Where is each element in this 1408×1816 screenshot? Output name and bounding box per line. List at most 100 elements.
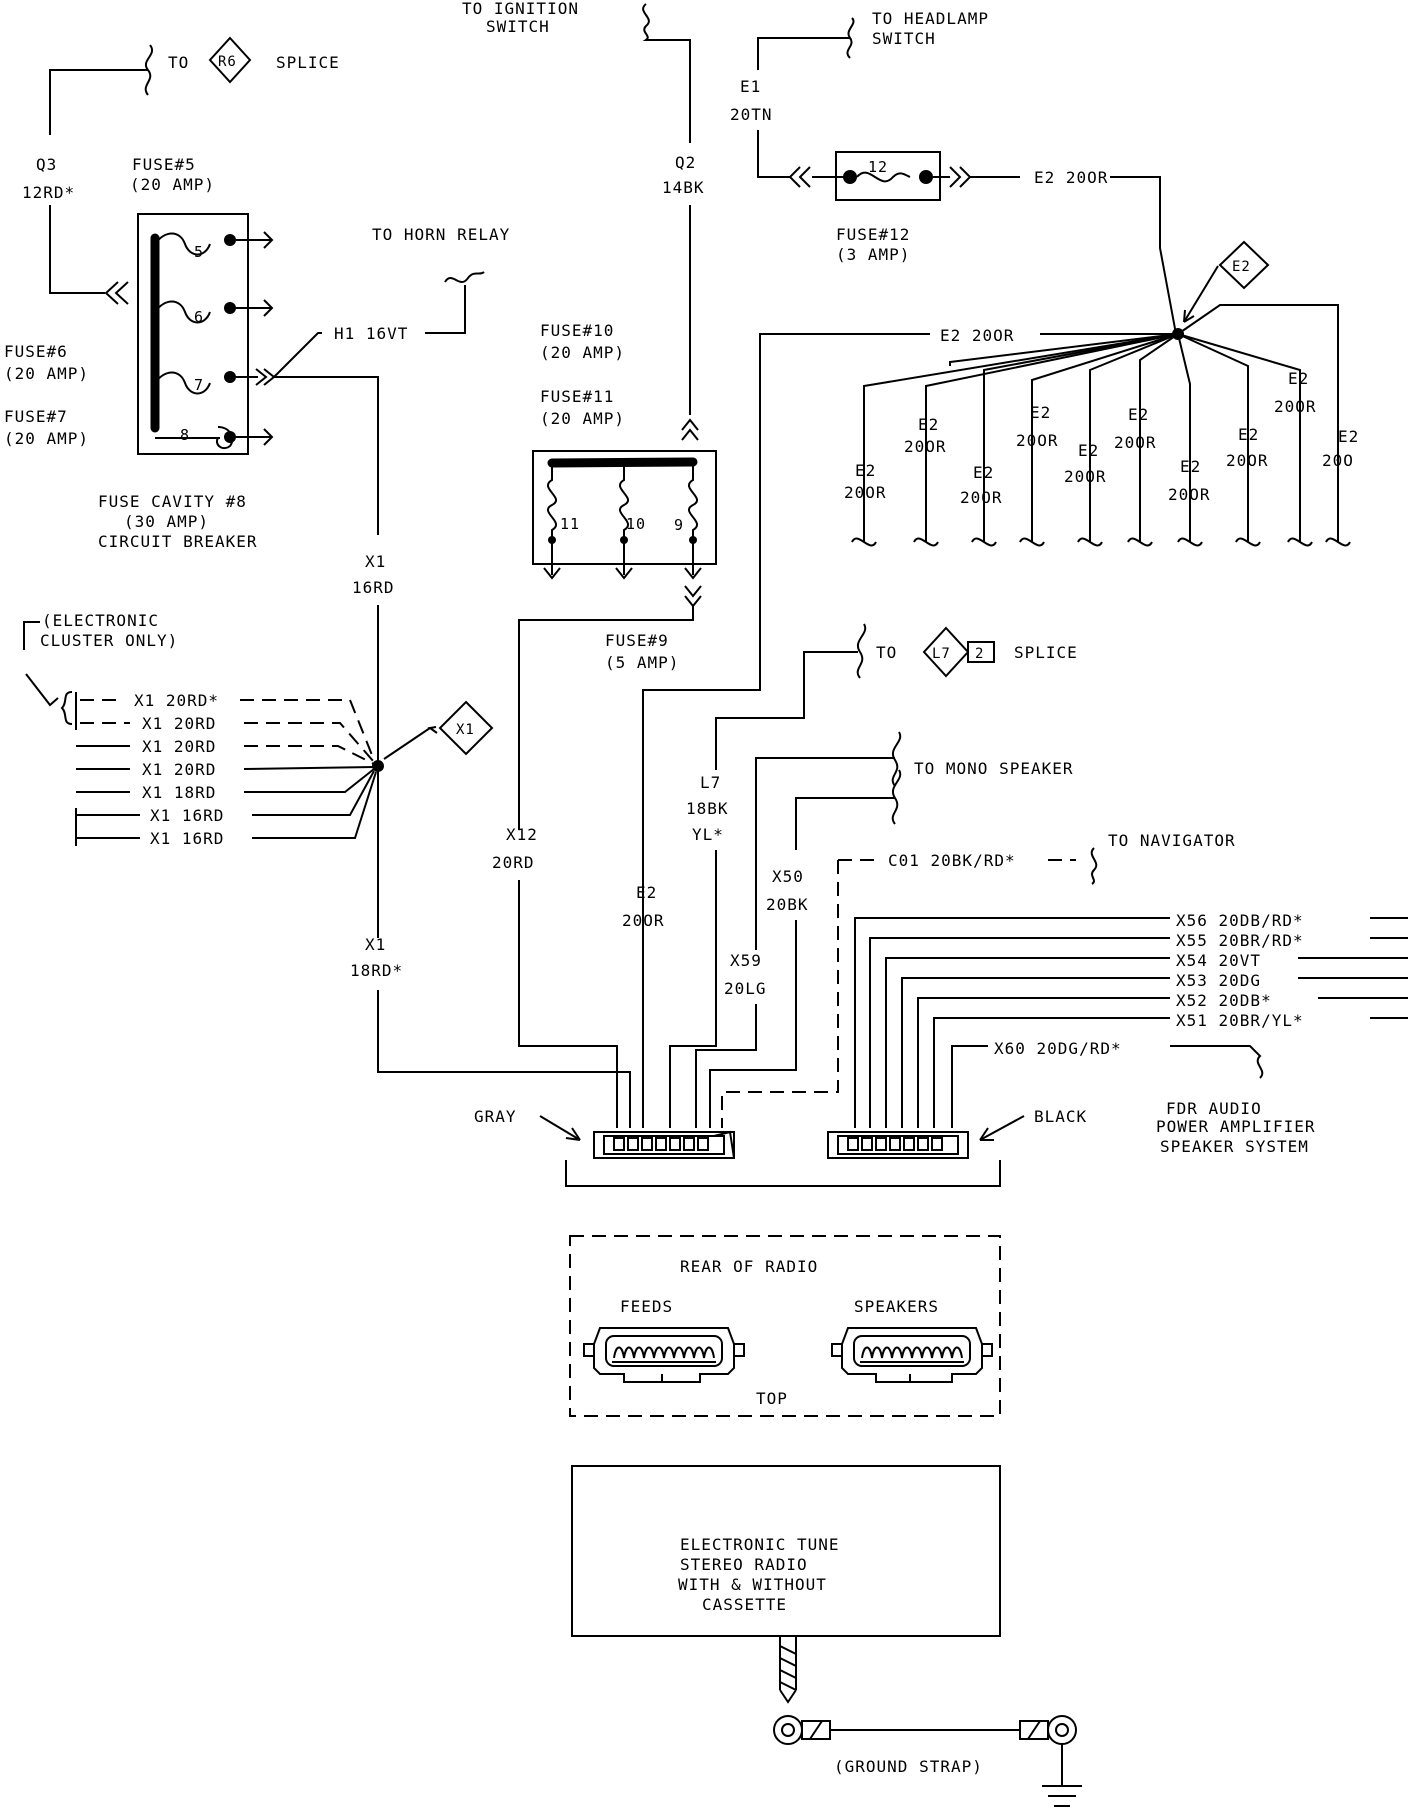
fuse-12: 12 bbox=[812, 151, 941, 201]
svg-text:R6: R6 bbox=[218, 54, 237, 70]
svg-text:X1 18RD: X1 18RD bbox=[142, 783, 216, 802]
h1-wire-label: H1 16VT bbox=[334, 324, 408, 343]
svg-text:E2: E2 bbox=[973, 463, 994, 482]
e1-gauge: 20TN bbox=[730, 105, 773, 124]
svg-text:X53 20DG: X53 20DG bbox=[1176, 971, 1261, 990]
svg-text:8: 8 bbox=[180, 426, 190, 444]
svg-text:X51 20BR/YL*: X51 20BR/YL* bbox=[1176, 1011, 1304, 1030]
ground-strap: (GROUND STRAP) bbox=[773, 1636, 1082, 1807]
e2-top-label: E2 20OR bbox=[1034, 168, 1108, 187]
l7-gauge: 18BK bbox=[686, 799, 729, 818]
l7-splice-suffix: SPLICE bbox=[1014, 643, 1078, 662]
svg-text:9: 9 bbox=[674, 516, 684, 534]
svg-text:SPLICE: SPLICE bbox=[276, 53, 340, 72]
svg-text:20OR: 20OR bbox=[1168, 485, 1211, 504]
x50-wire-upper bbox=[795, 797, 895, 850]
e2-radio-gauge: 20OR bbox=[622, 911, 665, 930]
fuse7-rating: (20 AMP) bbox=[4, 429, 89, 448]
x1-lower-code: X1 bbox=[365, 935, 386, 954]
x1-upper-code: X1 bbox=[365, 552, 386, 571]
q3-wire-gauge: 12RD* bbox=[22, 183, 75, 202]
fuse11-rating: (20 AMP) bbox=[540, 409, 625, 428]
x1-feed-wire bbox=[274, 376, 379, 535]
svg-text:20OR: 20OR bbox=[904, 437, 947, 456]
svg-text:20OR: 20OR bbox=[1016, 431, 1059, 450]
q3-wire-code: Q3 bbox=[36, 155, 57, 174]
fuse10-name: FUSE#10 bbox=[540, 321, 614, 340]
fdr-audio-line2: POWER AMPLIFIER bbox=[1156, 1117, 1316, 1136]
r6-splice-reference: TO R6 SPLICE bbox=[49, 36, 340, 135]
connector-bracket bbox=[565, 1160, 1001, 1187]
mono-speaker-label: TO MONO SPEAKER bbox=[914, 759, 1074, 778]
l7-wire-upper bbox=[715, 651, 858, 770]
fuse-5: 5 bbox=[154, 231, 274, 261]
l7-wire-lower bbox=[669, 850, 717, 1128]
cluster-wires: (ELECTRONIC CLUSTER ONLY) X1 20RD* X1 20… bbox=[23, 611, 377, 848]
svg-text:E2: E2 bbox=[918, 415, 939, 434]
e2-mid-label: E2 20OR bbox=[940, 326, 1014, 345]
x12-wire-upper bbox=[518, 606, 694, 830]
svg-text:X52 20DB*: X52 20DB* bbox=[1176, 991, 1272, 1010]
svg-text:E2: E2 bbox=[1030, 403, 1051, 422]
feeds-label: FEEDS bbox=[620, 1297, 673, 1316]
black-connector: BLACK bbox=[827, 1107, 1087, 1159]
q2-wire-gauge: 14BK bbox=[662, 178, 705, 197]
x12-code: X12 bbox=[506, 825, 538, 844]
x12-gauge: 20RD bbox=[492, 853, 535, 872]
fuse5-name: FUSE#5 bbox=[132, 155, 196, 174]
fuse7-name: FUSE#7 bbox=[4, 407, 68, 426]
x50-code: X50 bbox=[772, 867, 804, 886]
fuse9-rating: (5 AMP) bbox=[605, 653, 679, 672]
svg-text:20OR: 20OR bbox=[1274, 397, 1317, 416]
ignition-line1: TO IGNITION bbox=[462, 0, 579, 18]
gray-connector: GRAY bbox=[474, 1107, 735, 1159]
fuse12-connector bbox=[933, 166, 972, 188]
fuse-7: 7 bbox=[154, 368, 276, 395]
c01-wire bbox=[721, 860, 839, 1128]
x1-to-gray-connector bbox=[377, 990, 631, 1128]
fuse12-name: FUSE#12 bbox=[836, 225, 910, 244]
fuse-10-11-9-block: 11 10 9 bbox=[532, 450, 717, 580]
x1-splice-dot bbox=[372, 760, 384, 772]
svg-text:20OR: 20OR bbox=[1114, 433, 1157, 452]
svg-text:E2: E2 bbox=[1238, 425, 1259, 444]
svg-text:L7: L7 bbox=[932, 646, 951, 662]
fuse10-rating: (20 AMP) bbox=[540, 343, 625, 362]
fuse6-name: FUSE#6 bbox=[4, 342, 68, 361]
fuse5-rating: (20 AMP) bbox=[130, 175, 215, 194]
q2-connector bbox=[681, 418, 699, 441]
fuse-9: 9 bbox=[674, 463, 702, 580]
svg-text:E2: E2 bbox=[1232, 259, 1251, 275]
e2-splice-diamond bbox=[1218, 240, 1270, 290]
svg-text:X56 20DB/RD*: X56 20DB/RD* bbox=[1176, 911, 1304, 930]
cluster-note-line2: CLUSTER ONLY) bbox=[40, 631, 178, 650]
svg-text:E2: E2 bbox=[1288, 369, 1309, 388]
svg-text:X54 20VT: X54 20VT bbox=[1176, 951, 1261, 970]
cluster-note-line1: (ELECTRONIC bbox=[42, 611, 159, 630]
fdr-audio-line3: SPEAKER SYSTEM bbox=[1160, 1137, 1309, 1156]
headlamp-line1: TO HEADLAMP bbox=[872, 9, 989, 28]
fuse12-rating: (3 AMP) bbox=[836, 245, 910, 264]
svg-text:X1 20RD: X1 20RD bbox=[142, 714, 216, 733]
svg-text:X1 20RD: X1 20RD bbox=[142, 737, 216, 756]
svg-text:(GROUND STRAP): (GROUND STRAP) bbox=[834, 1757, 983, 1776]
svg-text:BLACK: BLACK bbox=[1034, 1107, 1087, 1126]
speakers-label: SPEAKERS bbox=[854, 1297, 939, 1316]
svg-text:20O: 20O bbox=[1322, 451, 1354, 470]
fuse-10: 10 bbox=[615, 463, 645, 580]
e2-branches: E2 20OR E2 20OR E2 20OR E2 20OR E2 20OR … bbox=[844, 333, 1358, 547]
svg-text:X55 20BR/RD*: X55 20BR/RD* bbox=[1176, 931, 1304, 950]
x12-wire-lower bbox=[518, 880, 618, 1128]
svg-text:TO: TO bbox=[168, 53, 189, 72]
fuse-6: 6 bbox=[154, 299, 274, 326]
q2-wire-code: Q2 bbox=[675, 153, 696, 172]
cavity-line3: CIRCUIT BREAKER bbox=[98, 532, 258, 551]
x1-lower-gauge: 18RD* bbox=[350, 961, 403, 980]
feeds-connector bbox=[583, 1327, 745, 1383]
ignition-line2: SWITCH bbox=[486, 17, 550, 36]
e1-code: E1 bbox=[740, 77, 761, 96]
e2-feed-wire bbox=[970, 176, 1177, 335]
x59-code: X59 bbox=[730, 951, 762, 970]
svg-text:X1 20RD: X1 20RD bbox=[142, 760, 216, 779]
